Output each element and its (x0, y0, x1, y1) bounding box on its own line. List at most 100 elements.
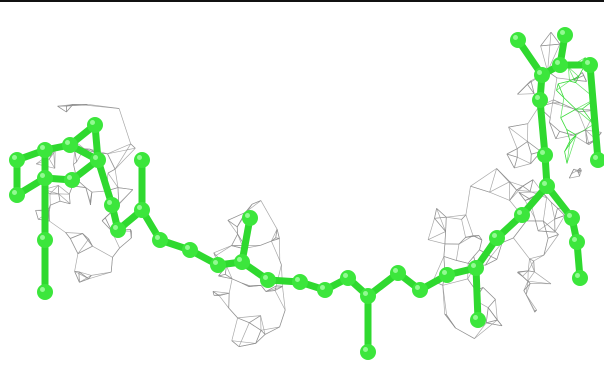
mesh-edge (485, 256, 492, 266)
atom-highlight (572, 237, 577, 242)
atom (390, 265, 406, 281)
mesh-edge (461, 219, 466, 238)
mesh-edge (523, 281, 529, 291)
mesh-edge (540, 45, 548, 72)
mesh-edge (527, 260, 535, 272)
atom (104, 197, 120, 213)
mesh-edge (578, 170, 582, 173)
atom-highlight (363, 291, 368, 296)
mesh-edge (130, 143, 136, 149)
mesh-edge (529, 179, 534, 192)
mesh-edge (516, 141, 528, 149)
atom (260, 272, 276, 288)
atom (182, 242, 198, 258)
mesh-edge (228, 307, 238, 319)
mesh-edge (527, 271, 535, 282)
mesh-edge (529, 254, 544, 260)
atom-highlight (90, 120, 95, 125)
mesh-edge (560, 108, 577, 119)
mesh-edge (92, 245, 113, 258)
mesh-edge (527, 141, 542, 152)
mesh-edge (458, 235, 474, 245)
atom (317, 282, 333, 298)
atom (552, 57, 568, 73)
mesh-edge (107, 168, 116, 174)
mesh-edge (487, 299, 496, 308)
mesh-edge (78, 271, 80, 283)
mesh-edge (533, 260, 535, 272)
mesh-edge (506, 153, 518, 158)
mesh-edge (274, 285, 277, 291)
mesh-edge (513, 220, 527, 239)
top-border (0, 0, 604, 2)
mesh-edge (559, 131, 574, 136)
mesh-edge (66, 104, 74, 113)
mesh-edge (49, 185, 59, 195)
mesh-edge (214, 245, 232, 257)
bond (472, 264, 482, 324)
mesh-edge (495, 299, 498, 321)
bond (536, 96, 549, 159)
mesh-edge (249, 315, 261, 323)
mesh-edge (465, 186, 471, 215)
mesh-edge (523, 283, 531, 291)
mesh-edge (237, 317, 250, 324)
mesh-edge (577, 111, 586, 131)
mesh-edge (578, 172, 580, 177)
atom (37, 142, 53, 158)
mesh-edge (529, 258, 534, 262)
mesh-edge (487, 307, 498, 321)
mesh-edge (231, 278, 242, 284)
mesh-edge (530, 80, 535, 94)
mesh-edge (556, 77, 574, 81)
atom (210, 257, 226, 273)
atom (439, 267, 455, 283)
atom (360, 344, 376, 360)
mesh-edge (527, 280, 552, 285)
mesh-edge (564, 151, 568, 164)
mesh-edge (77, 245, 93, 255)
atom-highlight (542, 181, 547, 186)
atom-highlight (593, 155, 598, 160)
mesh-edge (549, 117, 551, 123)
atom-highlight (40, 235, 45, 240)
mesh-edge (130, 229, 132, 239)
mesh-edge (260, 240, 272, 246)
mesh-edge (91, 190, 107, 193)
mesh-edge (573, 75, 584, 81)
mesh-edge (513, 237, 530, 260)
atom-highlight (67, 175, 72, 180)
atom (564, 210, 580, 226)
mesh-edge (82, 233, 89, 240)
mesh-edge (517, 156, 531, 164)
mesh-edge (566, 129, 571, 141)
mesh-edge (525, 283, 531, 295)
mesh-edge (534, 217, 539, 231)
mesh-edge (228, 293, 230, 309)
mesh-edge (527, 258, 530, 271)
mesh-edge (557, 83, 565, 98)
atom (590, 152, 604, 168)
mesh-edge (238, 322, 250, 347)
mesh-edge (581, 72, 587, 82)
mesh-edge (522, 270, 529, 277)
mesh-edge (470, 168, 497, 187)
mesh-edge (552, 102, 574, 110)
mesh-edge (506, 148, 518, 155)
mesh-edge (279, 260, 282, 265)
atom (514, 207, 530, 223)
mesh-edge (84, 103, 88, 106)
mesh-edge (533, 254, 545, 262)
mesh-edge (527, 84, 535, 94)
mesh-edge (434, 216, 447, 219)
atom (134, 152, 150, 168)
atom (557, 27, 573, 43)
atom-highlight (155, 235, 160, 240)
atom (532, 92, 548, 108)
mesh-edge (49, 220, 66, 233)
mesh-edge (557, 207, 566, 216)
mesh-edge (274, 286, 283, 291)
atom-highlight (575, 273, 580, 278)
atom-highlight (415, 285, 420, 290)
